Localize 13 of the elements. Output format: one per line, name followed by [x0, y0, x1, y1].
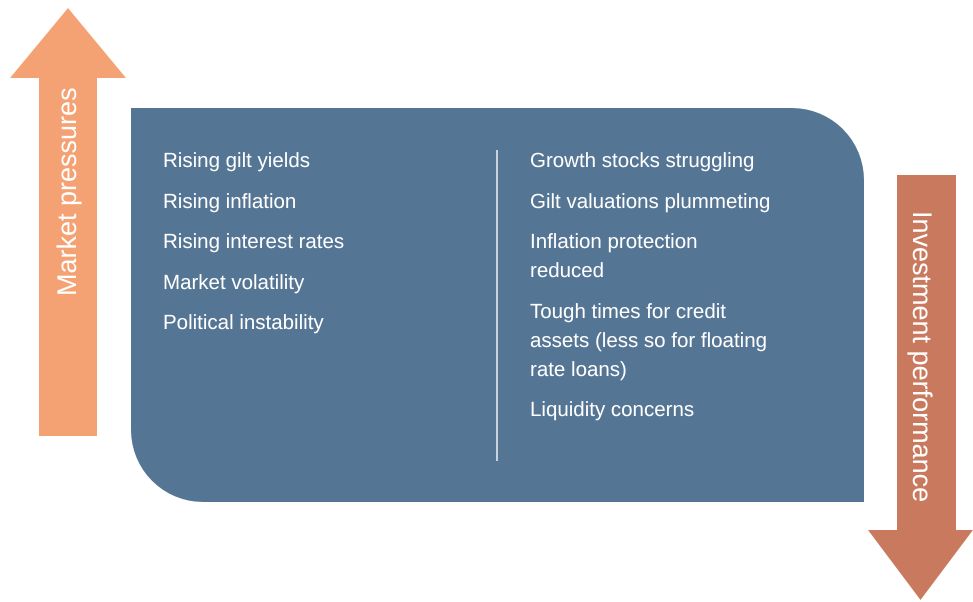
list-item: Rising inflation	[163, 188, 298, 214]
list-item: Market volatility	[163, 270, 306, 296]
arrow-label: Market pressures	[52, 87, 83, 296]
list-item: Growth stocks struggling	[530, 148, 756, 174]
list-item: Political instability	[163, 310, 325, 336]
list-item: Gilt valuations plummeting	[530, 188, 772, 214]
content-panel	[131, 108, 864, 502]
list-item: Rising gilt yields	[163, 148, 311, 174]
list-item: Liquidity concerns	[530, 397, 696, 423]
list-item: Rising interest rates	[163, 229, 346, 255]
list-item: Inflation protection reduced	[530, 229, 699, 284]
list-item: Tough times for credit assets (less so for floating rate loans)	[530, 298, 768, 382]
arrow-label: Investment performance	[906, 211, 936, 502]
